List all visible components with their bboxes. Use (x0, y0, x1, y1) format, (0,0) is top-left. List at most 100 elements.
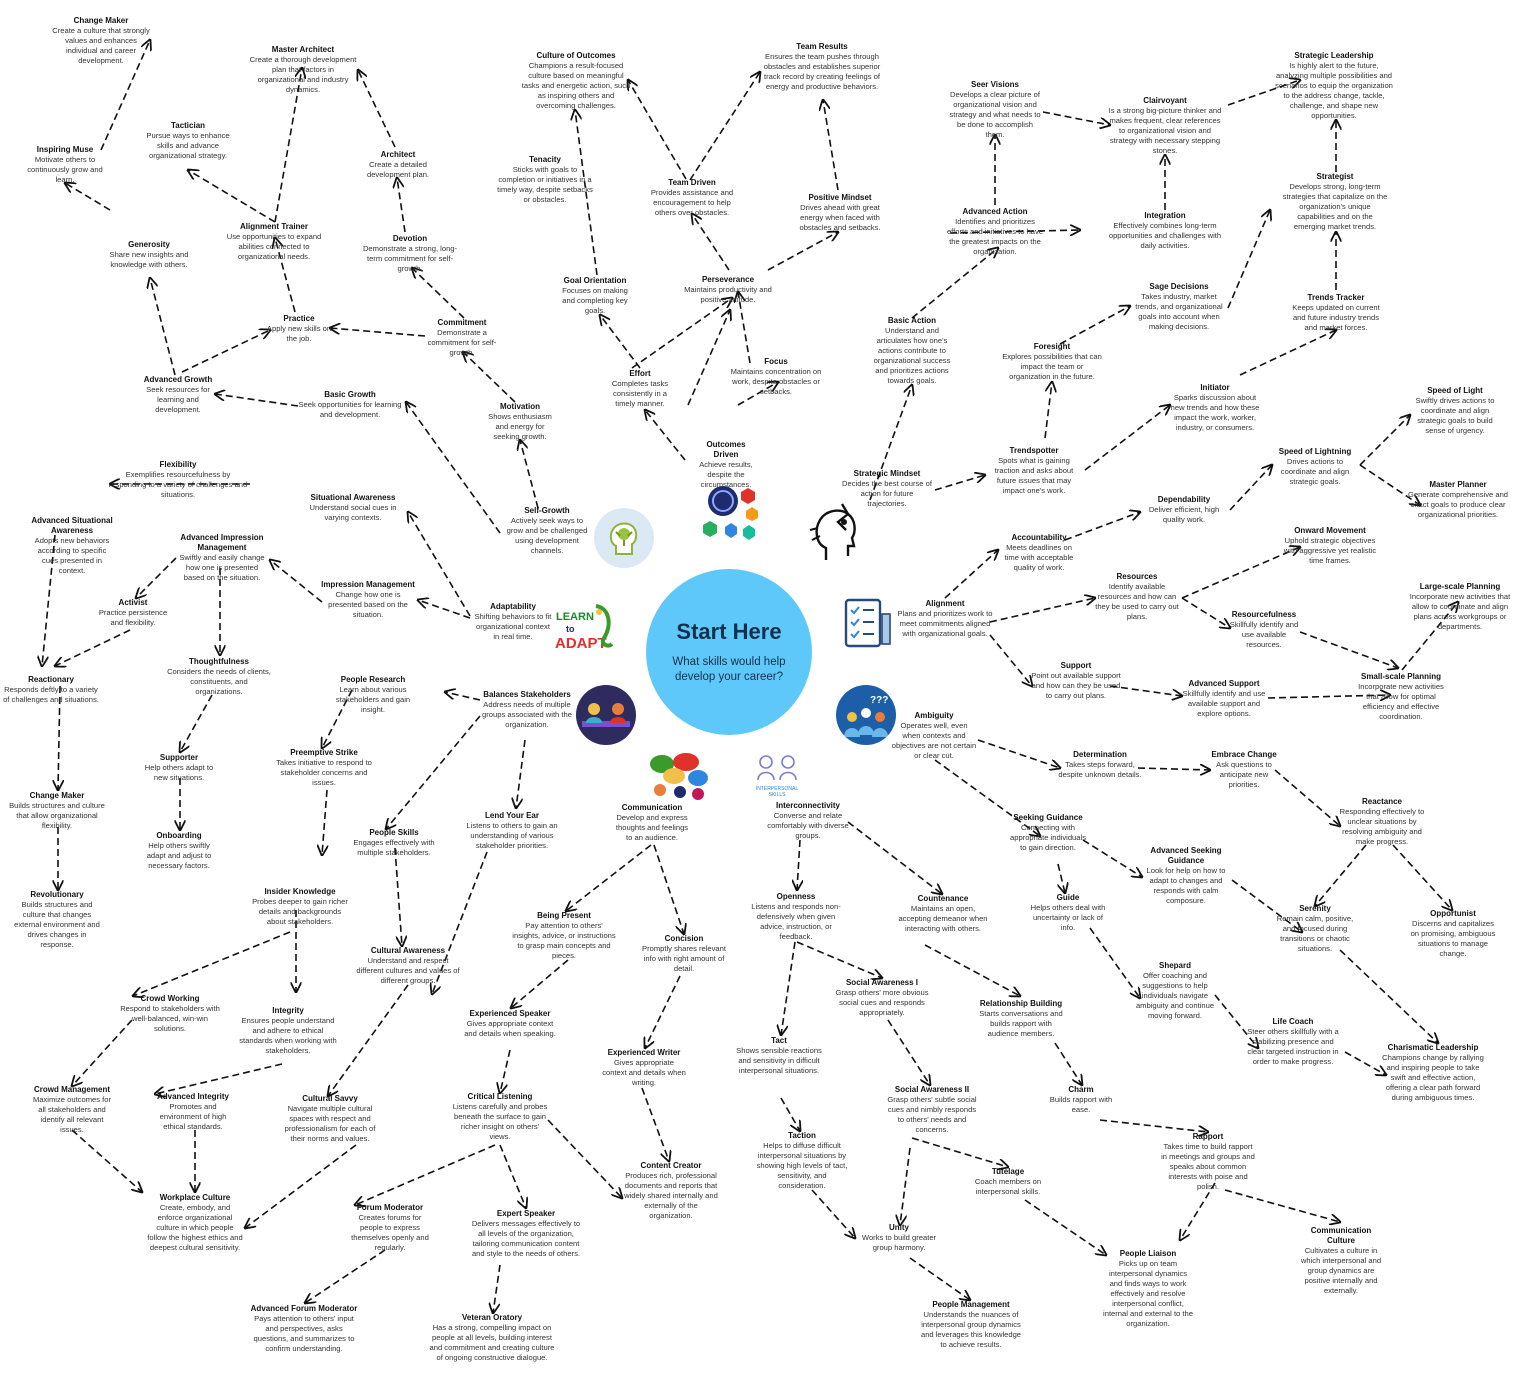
start-here-circle[interactable]: Start Here What skills would help develo… (646, 569, 812, 735)
